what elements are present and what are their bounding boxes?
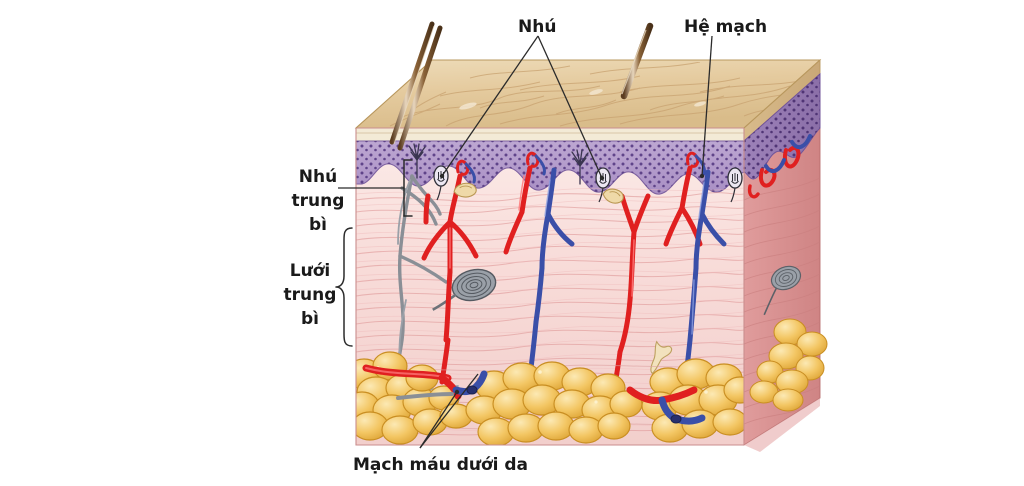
capillary-loops: [456, 151, 706, 184]
surface-flecks: [459, 89, 706, 110]
pacinian-corpuscle-side: [763, 265, 802, 316]
leader-mach-mau-2: [419, 373, 479, 449]
adipose-lobules-side: [749, 318, 828, 412]
leader-lines: [335, 35, 713, 449]
block-bottom-chamfer: [744, 398, 820, 452]
block-top-edge: [743, 59, 821, 129]
hair-shaft-left-pair: [389, 21, 443, 151]
leader-he-mach: [701, 35, 713, 177]
label-nhu-trung-bi-line1: Nhú: [299, 167, 337, 187]
stratum-corneum-band: [355, 127, 745, 142]
hypodermis-adipose: [356, 351, 744, 445]
side-face-vessels: [747, 134, 812, 199]
label-mach-mau-duoi-da: Mạch máu dưới da: [353, 455, 528, 475]
artery-highlights: [449, 175, 635, 297]
arteries: [421, 165, 703, 393]
vein-highlights: [544, 179, 705, 335]
label-he-mach: Hệ mạch: [684, 17, 767, 37]
dermis-front: [355, 140, 745, 445]
block-right-face: [743, 72, 828, 446]
label-luoi-trung-bi-line3: bì: [301, 309, 319, 329]
label-luoi-trung-bi-line2: trung: [284, 285, 337, 305]
label-luoi-trung-bi-line1: Lưới: [290, 261, 330, 281]
hair-shaft-right: [620, 22, 654, 100]
block-left-edge: [355, 59, 433, 129]
label-nhu-trung-bi-line3: bì: [309, 215, 327, 235]
subcutaneous-vessels: [362, 364, 706, 425]
label-nhu-trung-bi: Nhú trung bì: [292, 167, 345, 235]
label-nhu-trung-bi-line2: trung: [292, 191, 345, 211]
bracket-papillary-dermis-tips: [403, 159, 413, 217]
sebaceous-glands: [453, 182, 673, 375]
label-luoi-trung-bi: Lưới trung bì: [284, 261, 337, 329]
epidermis-top-surface: [354, 59, 822, 129]
free-nerve-endings: [408, 143, 589, 185]
pacinian-corpuscle-front: [432, 268, 497, 311]
leader-nhu-right: [537, 35, 603, 179]
leader-mach-mau-1: [419, 391, 458, 449]
brace-reticular-dermis: [335, 227, 353, 347]
block-front-outline: [355, 127, 745, 446]
label-nhu: Nhú: [518, 17, 556, 37]
leader-nhu-left: [441, 35, 539, 177]
